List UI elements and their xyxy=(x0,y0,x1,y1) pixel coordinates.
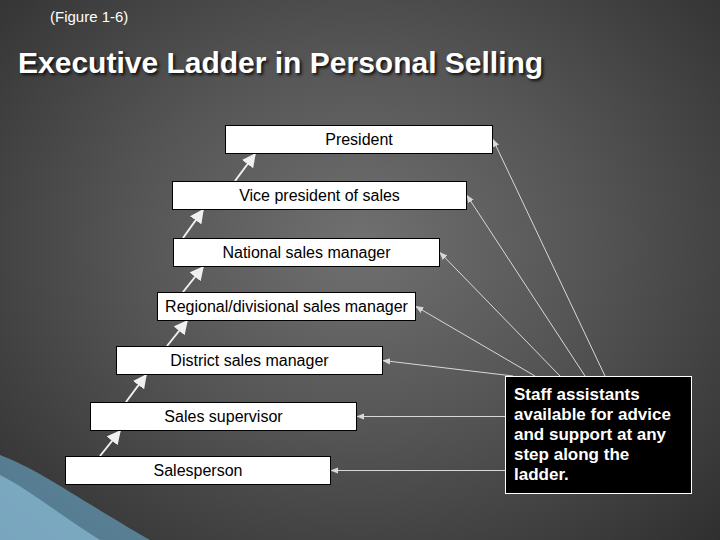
node-text: Salesperson xyxy=(154,462,243,480)
support-line xyxy=(467,196,585,377)
slide-title: Executive Ladder in Personal Selling xyxy=(18,46,543,80)
ladder-rung: Salesperson xyxy=(65,456,331,485)
node-text: Vice president of sales xyxy=(239,187,400,205)
callout-box: Staff assistants available for advice an… xyxy=(505,376,692,494)
node-text: Sales supervisor xyxy=(164,408,282,426)
promotion-arrow xyxy=(126,375,146,402)
node-text: Staff assistants available for advice an… xyxy=(514,385,687,485)
support-line xyxy=(383,361,513,377)
promotion-arrow xyxy=(183,210,203,238)
promotion-arrow xyxy=(183,267,203,292)
ladder-rung: President xyxy=(225,125,493,154)
figure-number: (Figure 1-6) xyxy=(50,8,128,25)
ladder-rung: District sales manager xyxy=(116,346,383,375)
promotion-arrow xyxy=(100,431,120,456)
node-text: National sales manager xyxy=(222,244,390,262)
node-text: District sales manager xyxy=(170,352,328,370)
support-line xyxy=(493,140,605,377)
ladder-rung: Regional/divisional sales manager xyxy=(157,292,416,321)
promotion-arrow xyxy=(167,321,187,346)
support-line xyxy=(416,307,535,377)
promotion-arrow xyxy=(235,154,255,181)
support-line xyxy=(357,416,505,417)
node-text: President xyxy=(325,131,393,149)
ladder-rung: Vice president of sales xyxy=(172,181,467,210)
ladder-rung: Sales supervisor xyxy=(90,402,357,431)
support-line xyxy=(331,470,505,471)
ladder-rung: National sales manager xyxy=(173,238,440,267)
support-line xyxy=(440,253,560,377)
node-text: Regional/divisional sales manager xyxy=(165,298,408,316)
